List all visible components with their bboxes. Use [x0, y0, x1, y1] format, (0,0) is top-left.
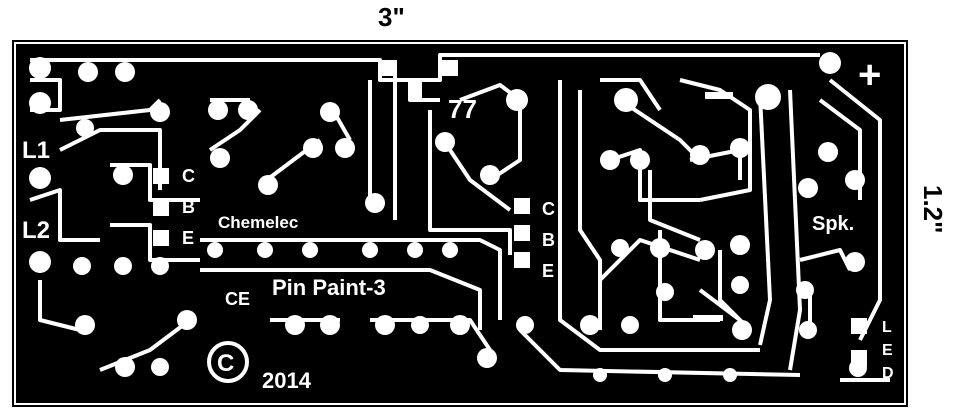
product-label: Pin Paint-3 — [272, 275, 386, 300]
label-e-right: E — [542, 261, 554, 281]
pads — [29, 52, 867, 382]
label-b-left: B — [182, 197, 195, 217]
plus-label: + — [858, 53, 881, 97]
square-pads — [153, 60, 867, 366]
year-label: 2014 — [262, 368, 312, 393]
label-l2: L2 — [22, 217, 50, 244]
board-edge — [14, 42, 906, 405]
label-c-left: C — [182, 166, 195, 186]
isolation-gaps — [29, 53, 890, 382]
label-led-l: L — [882, 319, 892, 336]
logo-mark: CE — [225, 289, 250, 309]
label-e-left: E — [182, 228, 194, 248]
copyright-circle — [207, 341, 249, 383]
brand-label: Chemelec — [218, 213, 298, 232]
copyright-symbol: C — [217, 350, 234, 377]
label-led-e: E — [882, 342, 893, 359]
width-dimension-label: 3" — [378, 2, 405, 32]
label-led-d: D — [882, 365, 894, 382]
part-number-label: 77 — [448, 94, 477, 124]
label-b-right: B — [542, 230, 555, 250]
label-l1: L1 — [22, 137, 50, 164]
label-c-right: C — [542, 199, 555, 219]
speaker-label: Spk. — [812, 213, 854, 235]
